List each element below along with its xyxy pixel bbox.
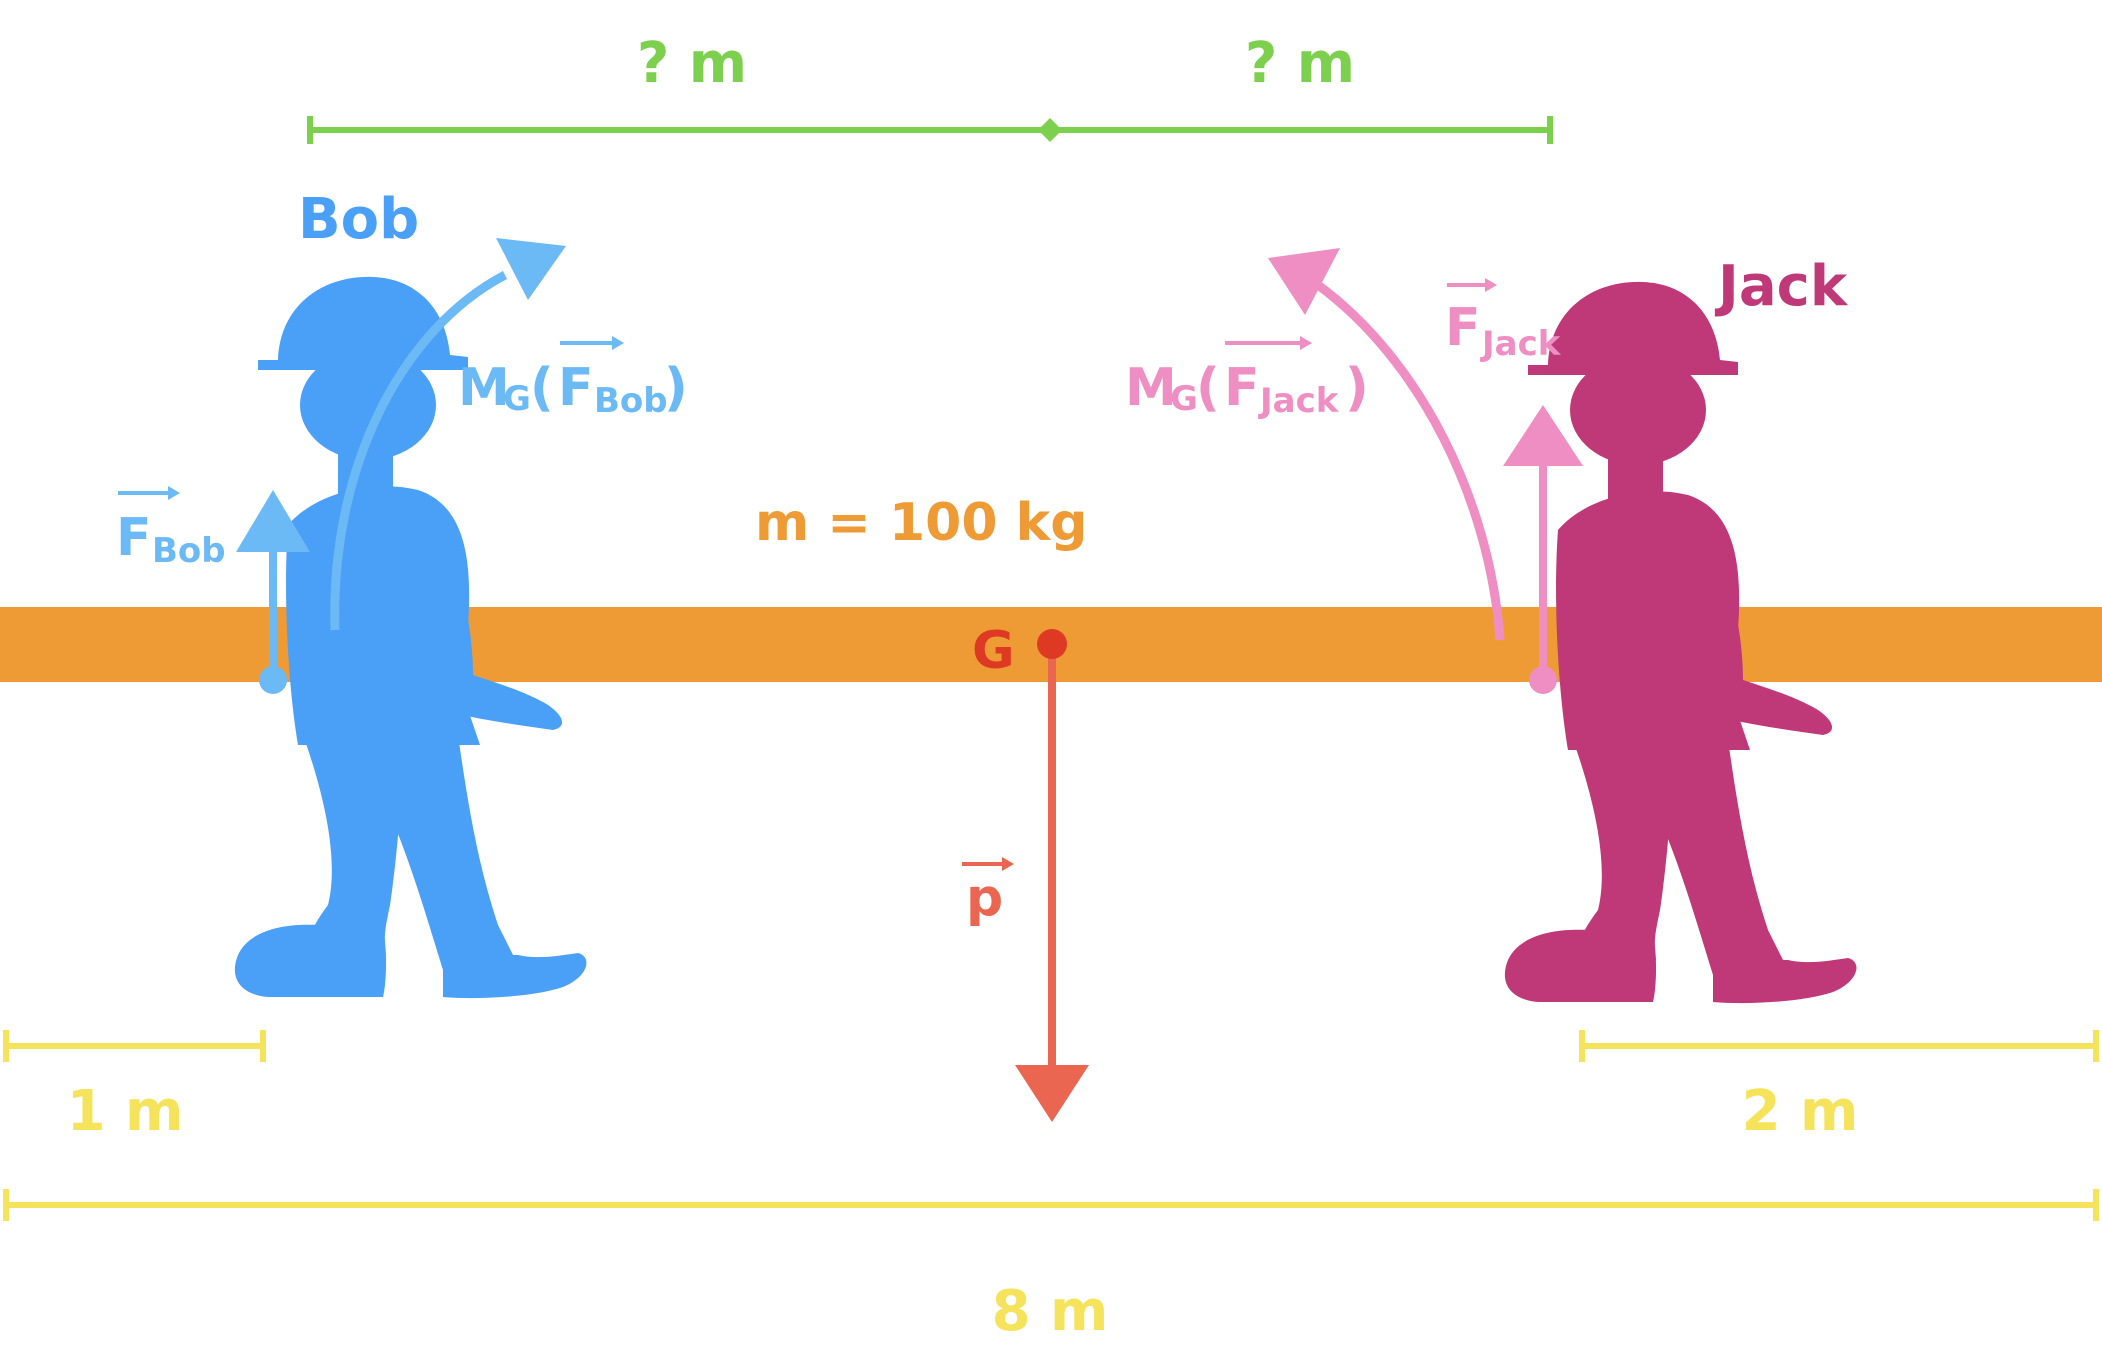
center-of-gravity-dot — [1037, 629, 1067, 659]
jack-force-subscript: Jack — [1480, 324, 1562, 364]
beam-length-label: 8 m — [992, 1279, 1109, 1344]
jack-force-arrowhead-icon — [1503, 405, 1583, 466]
weight-vector-arrow-icon — [1002, 857, 1014, 871]
jack-moment-symbol: M — [1125, 358, 1177, 418]
jack-moment-force-symbol: F — [1224, 358, 1260, 418]
bob-name-label: Bob — [298, 187, 419, 252]
jack-force-vector-arrow-icon — [1485, 278, 1497, 292]
bob-force-subscript: Bob — [152, 531, 226, 571]
bob-moment-arc — [330, 271, 508, 631]
bob-moment-force-subscript: Bob — [594, 381, 668, 421]
right-offset-label: 2 m — [1742, 1079, 1859, 1144]
left-offset-dimension — [3, 1030, 266, 1062]
right-offset-dimension — [1579, 1030, 2099, 1062]
bob-force-vector-arrow-icon — [168, 486, 180, 500]
bob-moment-close-paren: ) — [664, 358, 688, 418]
weight-label: p — [962, 857, 1014, 928]
center-of-gravity-label: G — [972, 621, 1015, 681]
bob-moment-open-paren: ( — [530, 358, 554, 418]
jack-moment-close-paren: ) — [1345, 358, 1369, 418]
bob-moment-label: M G ( F Bob ) — [458, 336, 688, 421]
top-left-distance-label: ? m — [637, 31, 747, 96]
jack-moment-force-subscript: Jack — [1258, 381, 1340, 421]
weight-symbol: p — [966, 868, 1003, 928]
bob-moment-symbol: M — [458, 358, 510, 418]
jack-force-label: F Jack — [1445, 278, 1562, 364]
jack-name-label: Jack — [1714, 254, 1849, 319]
bob-moment-force-symbol: F — [558, 358, 594, 418]
weight-arrowhead-icon — [1015, 1065, 1089, 1122]
bob-force-label: F Bob — [116, 486, 226, 571]
jack-force-origin-dot — [1529, 666, 1557, 694]
top-right-distance-label: ? m — [1245, 31, 1355, 96]
beam-length-dimension — [3, 1189, 2099, 1221]
mass-label: m = 100 kg — [755, 493, 1087, 553]
bob-moment-subscript: G — [503, 379, 531, 419]
jack-moment-open-paren: ( — [1196, 358, 1220, 418]
jack-moment-subscript: G — [1170, 379, 1198, 419]
jack-moment-vector-arrow-icon — [1300, 336, 1312, 350]
top-dimension-line — [307, 116, 1553, 144]
left-offset-label: 1 m — [67, 1079, 184, 1144]
jack-moment-arrowhead-icon — [1268, 248, 1340, 315]
jack-moment-label: M G ( F Jack ) — [1125, 336, 1369, 421]
top-dimension-center-diamond — [1038, 118, 1062, 142]
bob-force-arrowhead-icon — [236, 490, 310, 552]
bob-moment-vector-arrow-icon — [612, 336, 624, 350]
bob-force-symbol: F — [116, 508, 152, 568]
jack-force-symbol: F — [1445, 298, 1481, 358]
bob-force-origin-dot — [259, 666, 287, 694]
jack-moment-arc — [1315, 281, 1505, 641]
bob-moment-arrowhead-icon — [496, 238, 566, 300]
